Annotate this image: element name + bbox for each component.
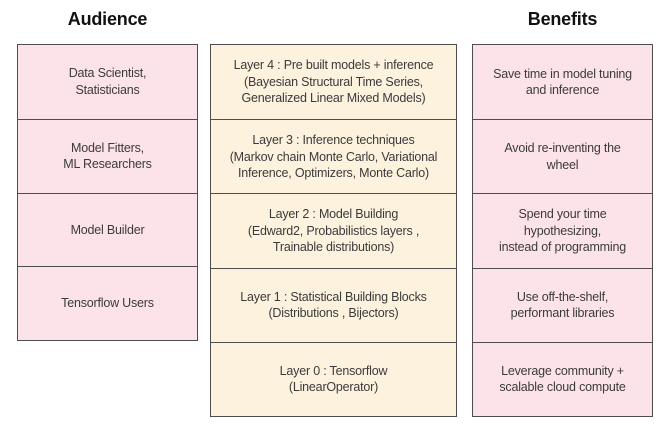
layers-column: Layer 4 : Pre built models + inference (… <box>210 44 457 417</box>
benefit-box-spend-time: Spend your time hypothesizing, instead o… <box>473 193 652 267</box>
layer-2-box: Layer 2 : Model Building (Edward2, Proba… <box>211 193 456 267</box>
audience-box-model-fitters: Model Fitters, ML Researchers <box>18 118 197 193</box>
audience-box-model-builder: Model Builder <box>18 192 197 267</box>
layer-0-box: Layer 0 : Tensorflow (LinearOperator) <box>211 341 456 416</box>
audience-box-tensorflow-users: Tensorflow Users <box>18 266 197 340</box>
benefit-box-off-the-shelf: Use off-the-shelf, performant libraries <box>473 267 652 342</box>
benefit-box-avoid-reinventing: Avoid re-inventing the wheel <box>473 119 652 193</box>
audience-column: Data Scientist, Statisticians Model Fitt… <box>17 44 198 341</box>
benefit-box-leverage-community: Leverage community + scalable cloud comp… <box>473 341 652 416</box>
layer-3-box: Layer 3 : Inference techniques (Markov c… <box>211 119 456 193</box>
layer-1-box: Layer 1 : Statistical Building Blocks (D… <box>211 267 456 342</box>
benefits-column: Save time in model tuning and inference … <box>472 44 653 417</box>
benefit-box-save-time: Save time in model tuning and inference <box>493 66 632 98</box>
benefits-header: Benefits <box>527 9 598 29</box>
layer-4-box: Layer 4 : Pre built models + inference (… <box>233 58 434 106</box>
audience-header: Audience <box>67 9 148 29</box>
audience-box-data-scientist: Data Scientist, Statisticians <box>68 66 147 97</box>
